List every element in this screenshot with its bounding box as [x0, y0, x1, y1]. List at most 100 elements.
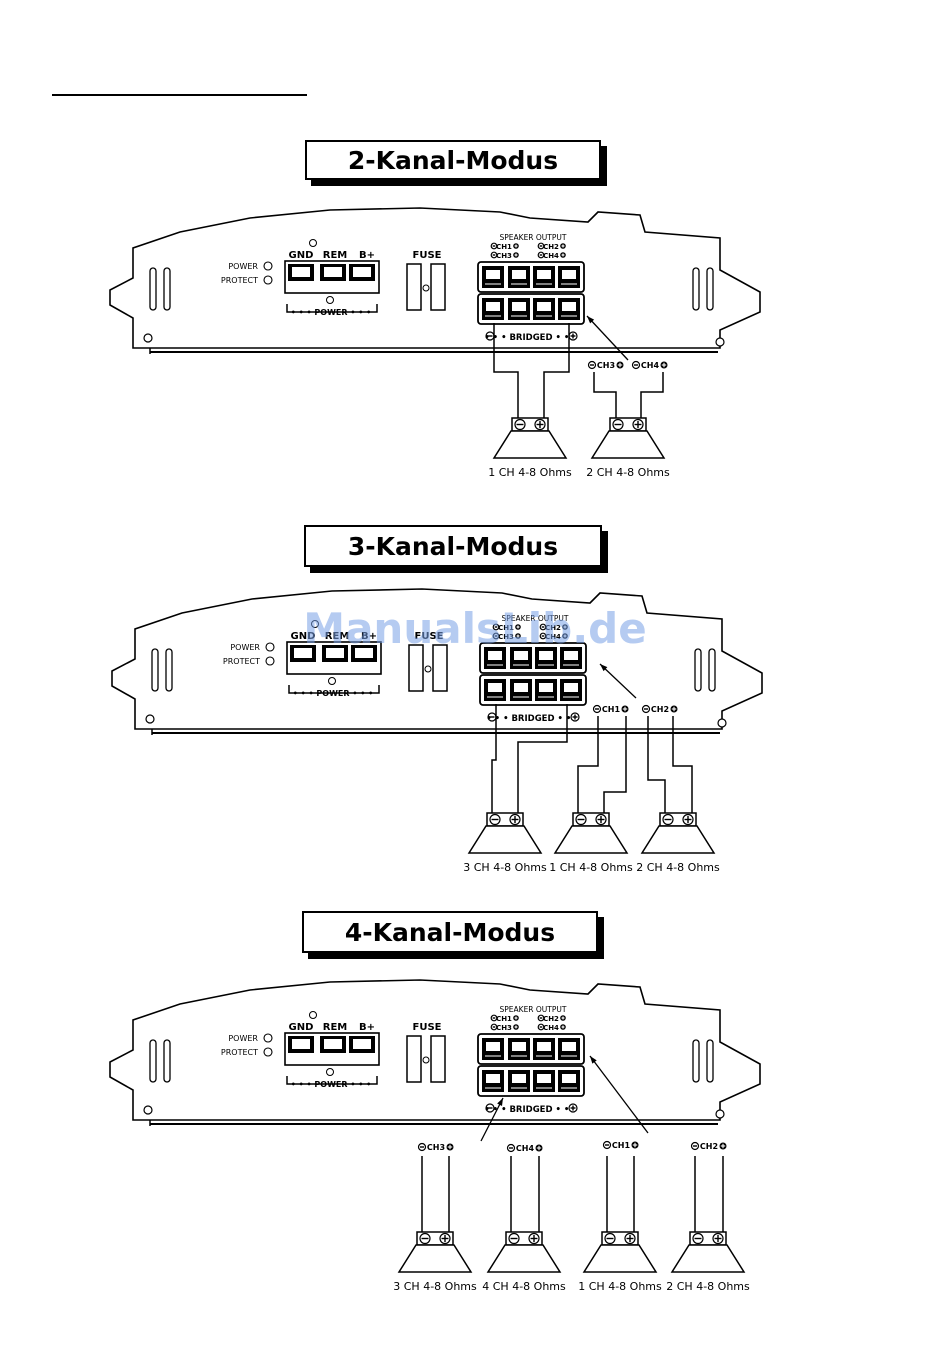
fuse-label: FUSE	[413, 250, 442, 261]
ch4-label: CH4	[545, 633, 561, 641]
channel-tag: CH1	[592, 704, 629, 714]
speaker-terminal-screw-0-1	[486, 302, 500, 311]
power-bracket	[286, 304, 378, 313]
power-led-label: POWER	[230, 643, 260, 652]
speaker-cone	[397, 1244, 473, 1273]
speaker-label: 2 CH 4-8 Ohms	[666, 1280, 750, 1293]
fuse-left	[406, 1035, 422, 1083]
power-terminal-screw-1	[326, 648, 344, 658]
channel-tag-label: CH4	[641, 361, 660, 370]
speaker-label: 3 CH 4-8 Ohms	[393, 1280, 477, 1293]
ch2-label: CH2	[543, 243, 559, 251]
section-title-2ch: 2-Kanal-Modus	[305, 140, 601, 180]
ch3-label: CH3	[498, 633, 514, 641]
section-title-3ch: 3-Kanal-Modus	[304, 525, 602, 567]
ch3-label: CH3	[496, 1024, 512, 1032]
arrow-4ch-top-head	[590, 1056, 597, 1064]
power-screw-top	[311, 620, 319, 628]
speaker-terminal-screw-1-1	[512, 302, 526, 311]
power-terminal-screw-2	[355, 648, 373, 658]
power-terminal-screw-0	[292, 1039, 310, 1049]
ch2-label: CH2	[545, 624, 561, 632]
power-bar-label: • • • POWER • • •	[291, 1080, 372, 1089]
arrow-2ch	[586, 315, 629, 361]
mount-hole-left	[143, 333, 153, 343]
protect-led-label: PROTECT	[223, 657, 260, 666]
channel-tag-label: CH2	[700, 1142, 718, 1151]
speaker-terminal-screw-1-0	[512, 270, 526, 279]
speaker-2ch-2: 2 CH 4-8 Ohms	[586, 417, 670, 479]
speaker-terminal-screw-0-1	[486, 1074, 500, 1083]
power-led-icon	[263, 1033, 273, 1043]
power-bar-label: • • • POWER • • •	[293, 689, 374, 698]
speaker-terminal-screw-3-1	[562, 302, 576, 311]
speaker-terminal-row-top	[477, 261, 585, 293]
speaker-3ch-1: 1 CH 4-8 Ohms	[549, 812, 633, 874]
channel-tag-label: CH1	[612, 1141, 631, 1150]
speaker-terminal-row-top	[477, 1033, 585, 1065]
vent-slot-0	[149, 267, 157, 311]
protect-led-label: PROTECT	[221, 276, 258, 285]
fuse-contact	[422, 284, 430, 292]
speaker-terminal-row-bottom	[477, 1065, 585, 1097]
wire-1ch-plus	[543, 323, 570, 418]
speaker-terminal-screw-2-1	[539, 683, 553, 692]
speaker-terminal-row-bottom	[477, 293, 585, 325]
power-led-icon	[263, 261, 273, 271]
speaker-cone	[640, 825, 716, 854]
vent-slot-2	[692, 267, 700, 311]
vent-slot-2	[694, 648, 702, 692]
mount-hole-right	[715, 337, 725, 347]
fuse-left	[406, 263, 422, 311]
arrow-4ch-top	[589, 1055, 649, 1134]
wire-2ch-minus-3ch	[647, 716, 666, 813]
ch1-label: CH1	[496, 1015, 512, 1023]
bridged-label: • • • BRIDGED • • •	[484, 1105, 577, 1115]
power-led-label: POWER	[228, 1034, 258, 1043]
speaker-terminal-screw-2-0	[537, 270, 551, 279]
power-terminal-screw-2	[353, 1039, 371, 1049]
speaker-label: 1 CH 4-8 Ohms	[578, 1280, 662, 1293]
speaker-terminal-screw-0-0	[486, 270, 500, 279]
wire-3ch-minus	[491, 704, 497, 813]
protect-led-label: PROTECT	[221, 1048, 258, 1057]
mount-hole-right	[717, 718, 727, 728]
channel-tag: CH2	[641, 704, 678, 714]
power-screw-bottom	[328, 677, 336, 685]
channel-tag-label: CH1	[602, 705, 621, 714]
speaker-2ch-1: 1 CH 4-8 Ohms	[488, 417, 572, 479]
speaker-label: 1 CH 4-8 Ohms	[549, 861, 633, 874]
arrow-4ch-bridged	[480, 1097, 504, 1142]
speaker-label: 2 CH 4-8 Ohms	[636, 861, 720, 874]
fuse-left	[408, 644, 424, 692]
fuse-label: FUSE	[415, 631, 444, 642]
power-terminal-screw-0	[292, 267, 310, 277]
arrow-4ch-bridged-head	[497, 1098, 503, 1106]
arrow-3ch-head	[600, 664, 608, 672]
power-bracket	[286, 1076, 378, 1085]
speaker-cone	[467, 825, 543, 854]
protect-led-icon	[263, 275, 273, 285]
gnd-label: GND	[289, 250, 314, 261]
arrow-3ch	[599, 663, 637, 699]
vent-slot-3	[706, 1039, 714, 1083]
wire-2ch-plus	[640, 372, 664, 418]
vent-slot-3	[708, 648, 716, 692]
wire-1ch-plus-3ch	[603, 716, 627, 813]
bridged-label: • • • BRIDGED • • •	[486, 714, 579, 724]
channel-tag: CH3	[417, 1142, 454, 1152]
speaker-label: 4 CH 4-8 Ohms	[482, 1280, 566, 1293]
speaker-terminal-screw-1-0	[514, 651, 528, 660]
vent-slot-1	[165, 648, 173, 692]
header-rule	[52, 94, 307, 96]
power-led-icon	[265, 642, 275, 652]
vent-slot-1	[163, 267, 171, 311]
mount-hole-left	[145, 714, 155, 724]
speaker-terminal-screw-2-1	[537, 1074, 551, 1083]
fuse-right	[430, 263, 446, 311]
arrow-2ch-head	[587, 316, 595, 324]
